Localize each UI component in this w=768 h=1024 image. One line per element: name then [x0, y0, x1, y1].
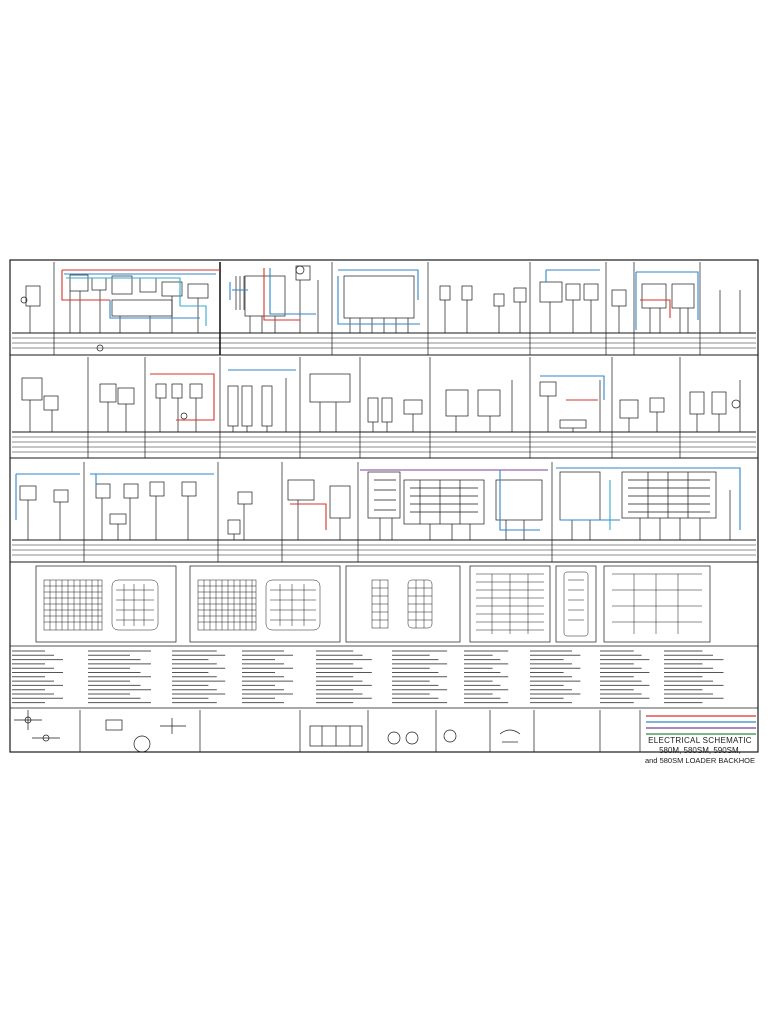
row-2-schematics — [10, 357, 758, 459]
title-block-line-1: ELECTRICAL SCHEMATIC — [648, 736, 752, 745]
title-block: ELECTRICAL SCHEMATIC 580M, 580SM, 590SM,… — [644, 736, 756, 766]
sheet-border — [9, 259, 759, 753]
connector-pin-grids — [43, 571, 702, 637]
row-1-schematics — [10, 262, 758, 356]
row-3-schematics — [10, 462, 758, 563]
symbols-area — [14, 710, 641, 753]
row-1-colored-wires — [61, 268, 699, 330]
connector-views — [35, 565, 711, 643]
row-2-colored-wires — [150, 369, 605, 421]
title-block-line-2: 580M, 580SM, 590SM, — [659, 746, 741, 755]
component-legend — [10, 645, 758, 709]
legend-text-lines — [12, 650, 724, 704]
row-3-colored-wires — [15, 467, 741, 531]
wire-color-legend — [646, 715, 756, 735]
title-block-line-3: and 580SM LOADER BACKHOE — [644, 756, 756, 765]
